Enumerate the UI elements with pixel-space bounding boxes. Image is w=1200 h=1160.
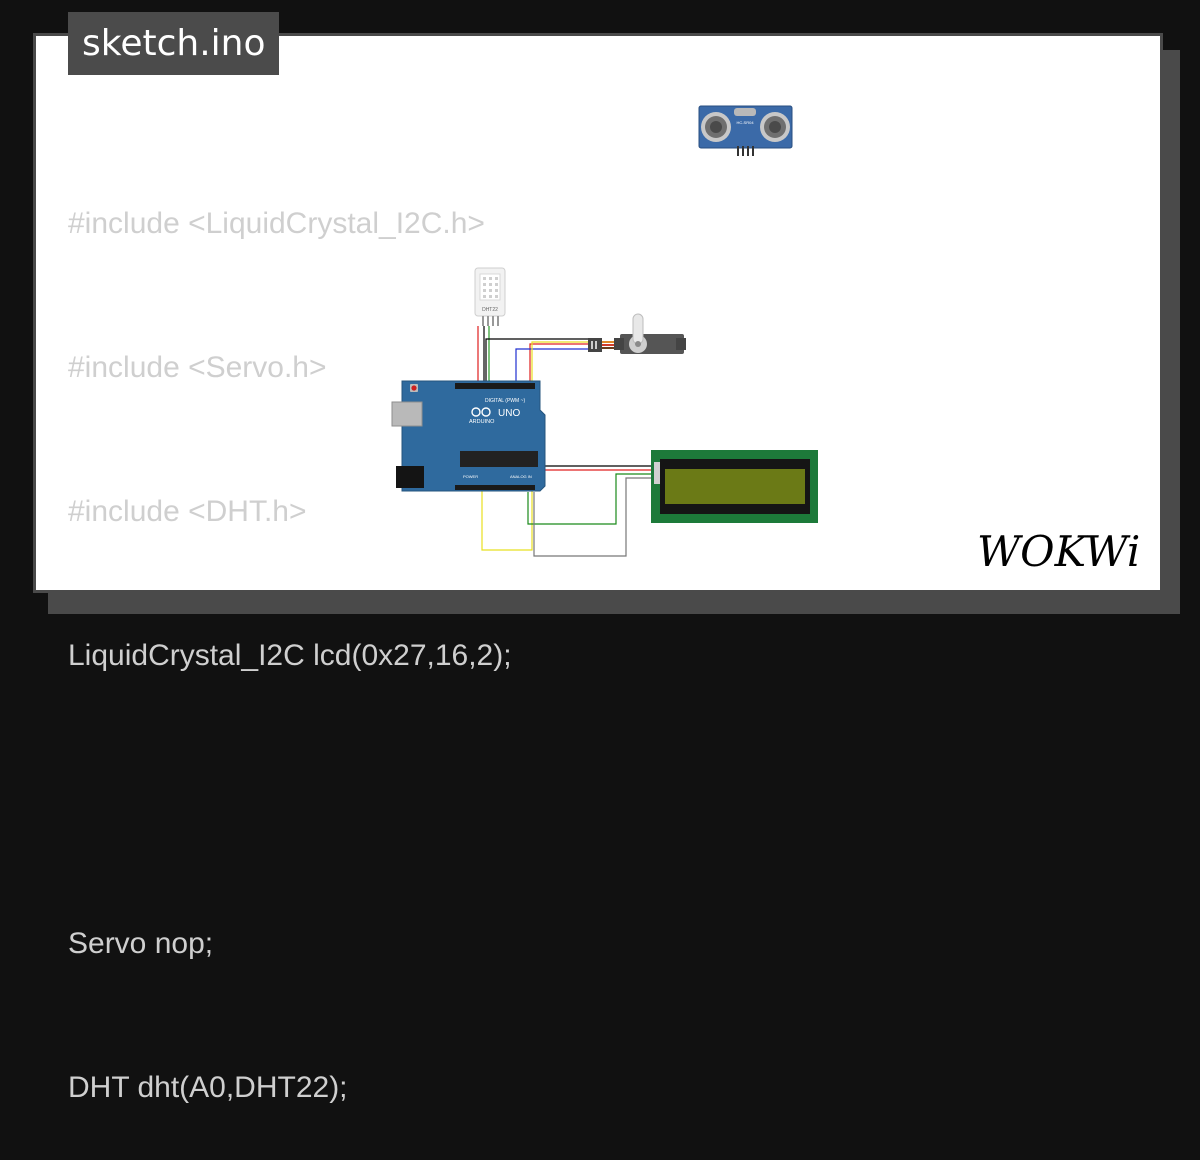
code-line: #include <Servo.h> bbox=[68, 351, 327, 384]
arduino-infinity-icon bbox=[471, 407, 491, 417]
circuit-diagram: HC-SR04 DHT22 bbox=[391, 105, 818, 557]
wires bbox=[477, 326, 654, 557]
arduino-brand-label: ARDUINO bbox=[469, 419, 495, 425]
code-line bbox=[68, 776, 512, 824]
sensor-label: HC-SR04 bbox=[736, 120, 754, 125]
dht-label: DHT22 bbox=[482, 307, 498, 313]
code-line: DHT dht(A0,DHT22); bbox=[68, 1071, 348, 1104]
code-line: #include <DHT.h> bbox=[68, 495, 307, 528]
arduino-digital-label: DIGITAL (PWM ~) bbox=[485, 398, 525, 404]
sketch-title: sketch.ino bbox=[68, 12, 280, 75]
preview-card bbox=[33, 33, 1163, 593]
wokwi-logo: WOKWi bbox=[977, 527, 1140, 575]
code-line: #include <LiquidCrystal_I2C.h> bbox=[68, 207, 485, 240]
servo-motor[interactable] bbox=[588, 313, 686, 354]
code-line: LiquidCrystal_I2C lcd(0x27,16,2); bbox=[68, 639, 512, 672]
dht22-sensor[interactable]: DHT22 bbox=[474, 267, 506, 326]
ultrasonic-sensor[interactable]: HC-SR04 bbox=[698, 105, 793, 156]
arduino-analog-label: ANALOG IN bbox=[510, 474, 532, 479]
arduino-uno-board[interactable]: DIGITAL (PWM ~) ARDUINO UNO POWER ANALOG… bbox=[391, 380, 546, 492]
lcd-display[interactable] bbox=[651, 450, 818, 523]
arduino-model-label: UNO bbox=[498, 408, 520, 419]
wokwi-logo-text: WOKWi bbox=[977, 527, 1140, 575]
code-line: Servo nop; bbox=[68, 927, 214, 960]
arduino-power-label: POWER bbox=[463, 474, 478, 479]
